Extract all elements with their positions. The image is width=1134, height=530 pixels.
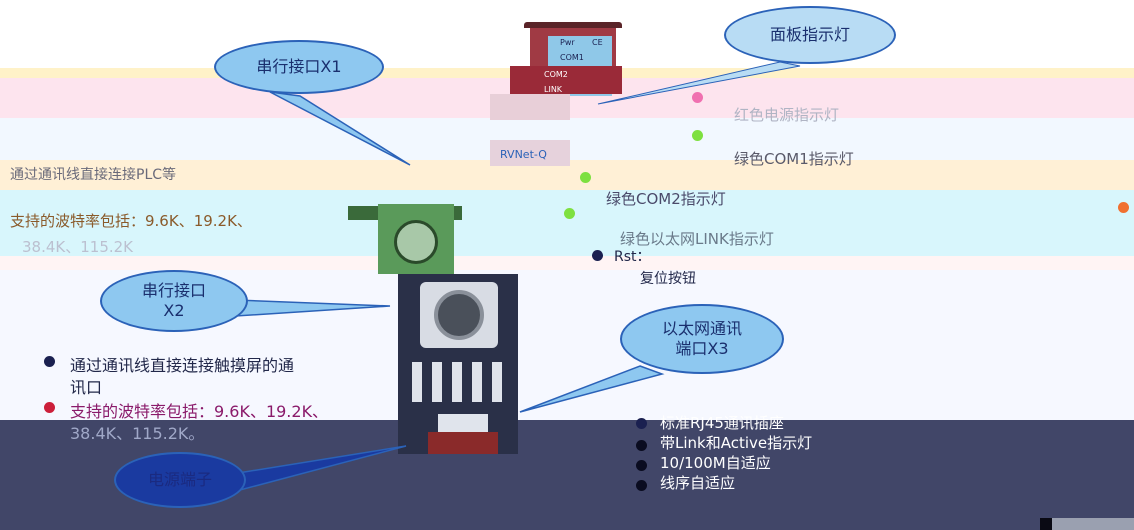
mini-din-port: [434, 290, 484, 340]
x2-bullet2-line2: 38.4K、115.2K。: [70, 424, 205, 443]
x3-bullet: [636, 480, 647, 491]
led-label-link: LINK: [544, 85, 563, 94]
x3-bullet: [636, 418, 647, 429]
x2-bullet-1: [44, 356, 55, 367]
leader-x1: [269, 91, 411, 166]
leader-power: [230, 445, 407, 491]
led-label-pwr: Pwr: [560, 38, 575, 47]
model-label: RVNet-Q: [500, 148, 547, 161]
callout-panel-lights-label: 面板指示灯: [769, 25, 850, 44]
x1-text-line3: 38.4K、115.2K: [22, 238, 134, 256]
device-top-ridge: [524, 22, 622, 28]
device-mid-body: [490, 140, 570, 166]
x1-text-line2: 支持的波特率包括：9.6K、19.2K、: [10, 212, 252, 230]
led-pwr-dot: [692, 92, 703, 103]
leader-x3: [519, 365, 665, 413]
power-terminal: [428, 432, 498, 454]
pwr-desc: 红色电源指示灯: [734, 106, 840, 124]
x2-bullet1-line2: 讯口: [70, 378, 103, 397]
x3-bullet: [636, 440, 647, 451]
device-red-body: [510, 66, 622, 94]
led-link-dot: [564, 208, 575, 219]
x2-bullet1-line1: 通过通讯线直接连接触摸屏的通: [70, 356, 295, 375]
corner-block: [1040, 518, 1052, 530]
callout-serial-x1-label: 串行接口X1: [256, 57, 342, 76]
callout-ethernet-x3-text: 以太网通讯 端口X3: [662, 319, 742, 359]
rj45-port: [438, 414, 488, 432]
callout-power-port: 电源端子: [114, 452, 246, 508]
vent-slot: [472, 362, 482, 402]
com1-desc: 绿色COM1指示灯: [734, 150, 854, 168]
leader-panel-lights: [597, 61, 801, 105]
callout-power-port-label: 电源端子: [147, 470, 212, 489]
ce-mark: CE: [592, 38, 603, 47]
status-dot-orange: [1118, 202, 1129, 213]
callout-panel-lights: 面板指示灯: [724, 6, 896, 64]
callout-serial-x2-text: 串行接口 X2: [142, 281, 206, 321]
mini-din-port-green: [394, 220, 438, 264]
rst-bullet: [592, 250, 603, 261]
x3-item: 10/100M自适应: [660, 454, 771, 472]
callout-ethernet-x3-line2: 端口X3: [675, 339, 729, 358]
led-label-com2: COM2: [544, 70, 568, 79]
led-com2-dot: [580, 172, 591, 183]
rst-label: Rst：: [614, 249, 651, 265]
vent-slot: [432, 362, 442, 402]
x3-item: 带Link和Active指示灯: [660, 434, 813, 452]
x3-bullet: [636, 460, 647, 471]
x2-bullet-2: [44, 402, 55, 413]
x3-item: 标准RJ45通讯插座: [660, 414, 784, 432]
callout-serial-x2-line2: X2: [163, 301, 185, 320]
corner-block: [1052, 518, 1134, 530]
vent-slot: [452, 362, 462, 402]
x3-item: 线序自适应: [660, 474, 736, 492]
x2-bullet2-line1: 支持的波特率包括：9.6K、19.2K、: [70, 402, 329, 421]
led-com1-dot: [692, 130, 703, 141]
callout-serial-x1: 串行接口X1: [214, 40, 384, 94]
x1-text-line1: 通过通讯线直接连接PLC等: [10, 167, 177, 183]
led-label-com1: COM1: [560, 53, 584, 62]
link-desc: 绿色以太网LINK指示灯: [620, 230, 774, 248]
callout-serial-x2: 串行接口 X2: [100, 270, 248, 332]
callout-serial-x2-line1: 串行接口: [141, 281, 206, 300]
callout-ethernet-x3: 以太网通讯 端口X3: [620, 304, 784, 374]
callout-ethernet-x3-line1: 以太网通讯: [661, 319, 742, 338]
com2-desc: 绿色COM2指示灯: [606, 190, 726, 208]
leader-x2: [235, 299, 391, 317]
device-mid-body: [490, 94, 570, 120]
vent-slot: [412, 362, 422, 402]
bg-band: [0, 190, 1134, 256]
bg-band: [0, 256, 1134, 270]
vent-slot: [492, 362, 502, 402]
rst-desc: 复位按钮: [640, 271, 696, 287]
